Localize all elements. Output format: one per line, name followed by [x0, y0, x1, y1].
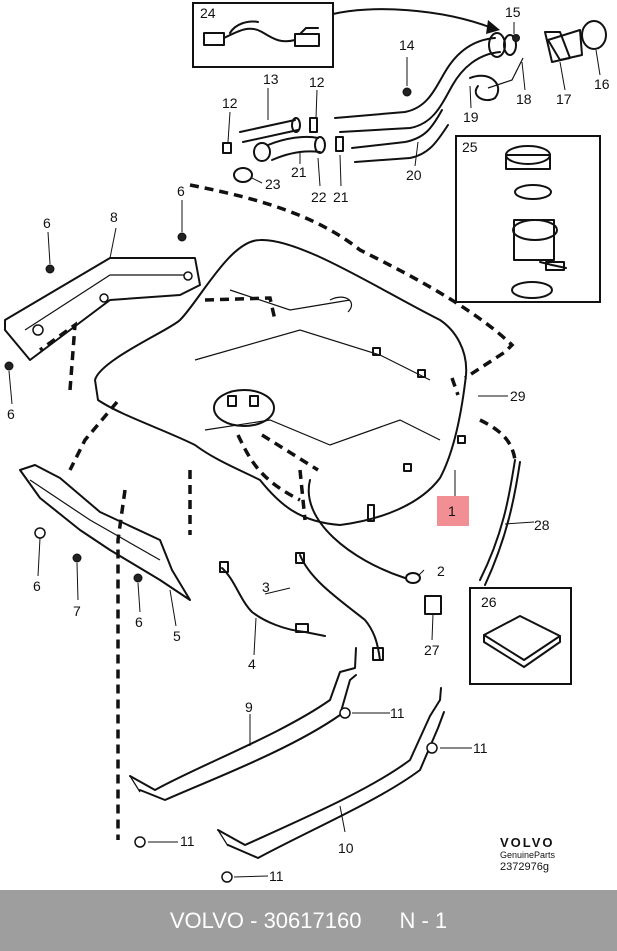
callout-21: 21	[333, 189, 349, 205]
callout-28: 28	[534, 517, 550, 533]
callout-labels: 24 15 14 13 12 12 16 18 17 19 21 21 20 2…	[7, 4, 610, 884]
callout-14: 14	[399, 37, 415, 53]
callout-7: 7	[73, 603, 81, 619]
callout-27: 27	[424, 642, 440, 658]
callout-4: 4	[248, 656, 256, 672]
highlight-marker	[437, 496, 469, 526]
brand-subtitle: GenuineParts	[500, 850, 556, 860]
callout-11: 11	[269, 868, 284, 884]
callout-6: 6	[43, 215, 51, 231]
callout-6: 6	[135, 614, 143, 630]
callout-6: 6	[33, 578, 41, 594]
tank-straps	[129, 647, 445, 859]
callout-9: 9	[245, 699, 253, 715]
callout-17: 17	[556, 91, 572, 107]
callout-8: 8	[110, 209, 118, 225]
callout-12: 12	[222, 95, 238, 111]
callout-6: 6	[7, 406, 15, 422]
callout-2: 2	[437, 563, 445, 579]
callout-16: 16	[594, 76, 610, 92]
inset-25-fuel-pump	[455, 135, 601, 303]
footer-part-number: VOLVO - 30617160	[169, 907, 362, 933]
footer-position: N - 1	[399, 907, 448, 933]
callout-21: 21	[291, 164, 307, 180]
callout-24: 24	[200, 5, 216, 21]
fuel-tank	[94, 183, 517, 526]
callout-6: 6	[177, 183, 185, 199]
drawing-number: 2372976g	[500, 861, 549, 873]
fuel-lines	[219, 459, 521, 661]
callout-10: 10	[338, 840, 354, 856]
callout-29: 29	[510, 388, 526, 404]
brand-block: VOLVO GenuineParts 2372976g	[500, 835, 610, 874]
filler-neck-assembly	[222, 20, 607, 187]
callout-12: 12	[309, 74, 325, 90]
brand-logo: VOLVO	[500, 835, 555, 850]
footer-bar: VOLVO - 30617160 N - 1	[0, 890, 617, 951]
inset-26-pad	[469, 587, 572, 685]
callout-3: 3	[262, 579, 270, 595]
fasteners	[4, 200, 535, 883]
callout-15: 15	[505, 4, 521, 20]
callout-1: 1	[448, 503, 456, 519]
callout-18: 18	[516, 91, 532, 107]
callout-19: 19	[463, 109, 479, 125]
callout-11: 11	[390, 705, 405, 721]
callout-25: 25	[462, 139, 478, 155]
callout-11: 11	[473, 740, 488, 756]
callout-11: 11	[180, 833, 195, 849]
heat-shields	[4, 257, 201, 840]
callout-20: 20	[406, 167, 422, 183]
callout-5: 5	[173, 628, 181, 644]
callout-26: 26	[481, 594, 497, 610]
exploded-parts-diagram: 24 15 14 13 12 12 16 18 17 19 21 21 20 2…	[4, 2, 610, 884]
callout-23: 23	[265, 176, 281, 192]
callout-22: 22	[311, 189, 327, 205]
callout-13: 13	[263, 71, 279, 87]
inset-24-harness	[192, 2, 500, 68]
